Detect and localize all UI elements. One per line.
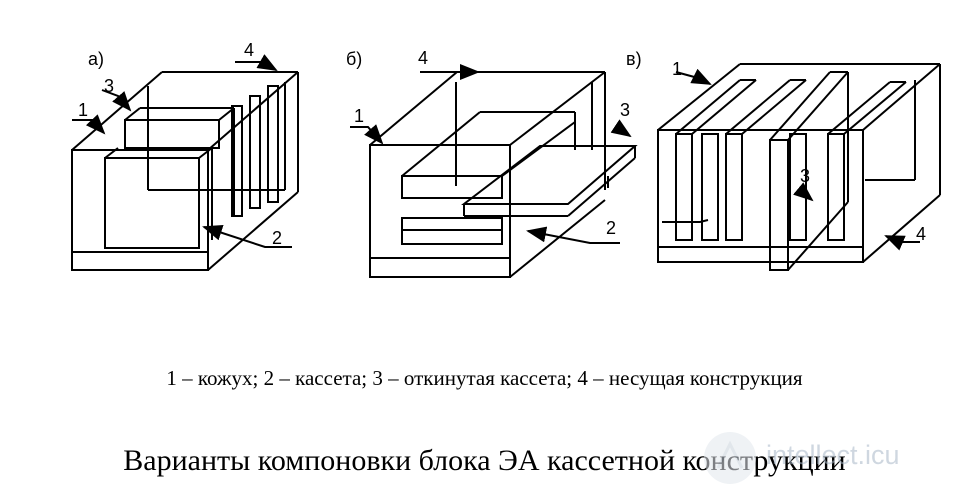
label-b-1: 1 xyxy=(354,106,364,126)
label-b: б) xyxy=(346,49,362,69)
label-v-3: 3 xyxy=(800,166,810,186)
label-a-1: 1 xyxy=(78,100,88,120)
watermark: intellect.icu xyxy=(700,430,960,486)
diagram-v xyxy=(657,63,941,271)
label-v: в) xyxy=(626,49,642,69)
watermark-text: intellect.icu xyxy=(766,440,900,470)
label-v-1: 1 xyxy=(672,59,682,79)
label-v-4: 4 xyxy=(916,224,926,244)
diagram-b xyxy=(350,64,638,278)
label-a-2: 2 xyxy=(272,228,282,248)
label-a-3: 3 xyxy=(104,76,114,96)
legend-text: 1 – кожух; 2 – кассета; 3 – откинутая ка… xyxy=(166,366,803,390)
label-b-3: 3 xyxy=(620,100,630,120)
label-b-4: 4 xyxy=(418,48,428,68)
watermark-logo-icon xyxy=(704,432,756,484)
label-a-4: 4 xyxy=(244,40,254,60)
label-b-2: 2 xyxy=(606,218,616,238)
diagram-a xyxy=(71,54,299,271)
label-a: а) xyxy=(88,49,104,69)
